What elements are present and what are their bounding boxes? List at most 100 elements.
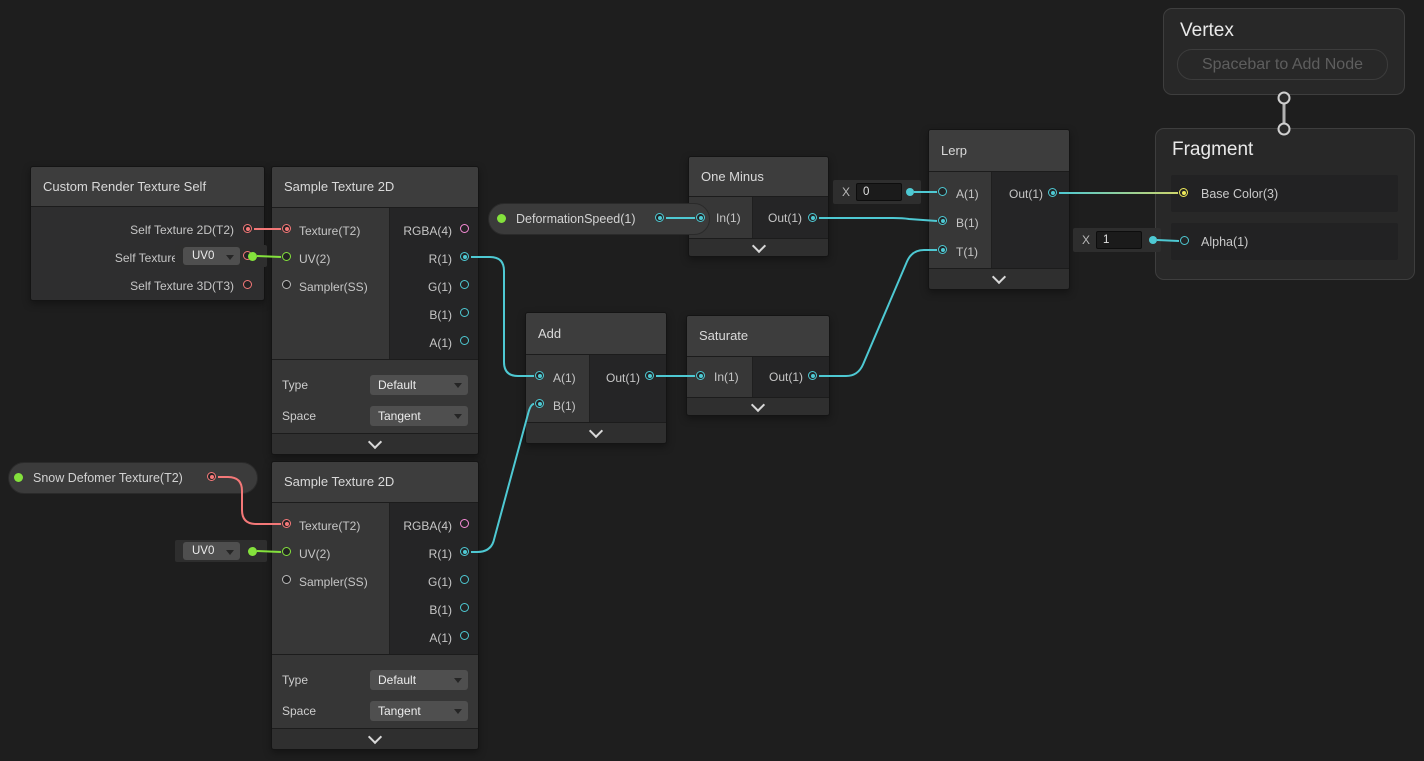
collapse-button[interactable] (687, 397, 829, 415)
uv-connector-dot (248, 546, 257, 556)
one-minus-node[interactable]: One Minus In(1) Out(1) (688, 156, 829, 257)
port-sample1-sampler-in[interactable] (282, 280, 291, 289)
collapse-button[interactable] (689, 238, 828, 256)
port-selftexture2d-out[interactable] (243, 224, 252, 233)
out-label: Out(1) (768, 370, 803, 384)
space-label: Space (282, 408, 317, 423)
type-dropdown[interactable]: Default (370, 669, 468, 690)
port-lerp-t-in[interactable] (938, 245, 947, 254)
port-lerp-a-in[interactable] (938, 187, 947, 196)
x-value-input[interactable] (856, 183, 902, 201)
b-input-label: B(1) (553, 399, 576, 413)
wire-saturate-to-lerp-t[interactable] (819, 249, 937, 377)
node-title: Sample Texture 2D (272, 167, 478, 208)
port-sample1-rgba-out[interactable] (460, 224, 469, 233)
uv-channel-widget-2: UV0 (175, 540, 267, 562)
wire-uv0-to-uv2[interactable] (256, 550, 282, 553)
sampler-input-label: Sampler(SS) (299, 280, 368, 294)
port-lerp-b-in[interactable] (938, 216, 947, 225)
alpha-label: Alpha(1) (1201, 234, 1249, 249)
node-title: Sample Texture 2D (272, 462, 478, 503)
wire-oneminus-to-lerp-b[interactable] (819, 217, 938, 222)
uv-channel-dropdown[interactable]: UV0 (183, 247, 240, 265)
port-saturate-in[interactable] (696, 371, 705, 380)
collapse-button[interactable] (526, 422, 666, 443)
port-deformationspeed-out[interactable] (655, 213, 664, 222)
port-sample2-b-out[interactable] (460, 603, 469, 612)
port-add-out[interactable] (645, 371, 654, 380)
port-add-b-in[interactable] (535, 399, 544, 408)
snow-deformer-texture-property[interactable]: Snow Defomer Texture(T2) (8, 462, 258, 494)
wire-x1-to-alpha[interactable] (1156, 239, 1180, 242)
uv-input-label: UV(2) (299, 547, 331, 561)
wire-r2-to-add-b[interactable] (471, 403, 535, 553)
space-dropdown[interactable]: Tangent (370, 405, 468, 426)
fragment-context-node[interactable]: Fragment Base Color(3) Alpha(1) (1155, 128, 1415, 280)
port-saturate-out[interactable] (808, 371, 817, 380)
in-label: In(1) (714, 370, 739, 384)
add-node[interactable]: Add A(1) B(1) Out(1) (525, 312, 667, 444)
port-selftexture3d-out[interactable] (243, 280, 252, 289)
port-lerp-out[interactable] (1048, 188, 1057, 197)
lerp-node[interactable]: Lerp A(1) B(1) T(1) Out(1) (928, 129, 1070, 290)
port-sample2-sampler-in[interactable] (282, 575, 291, 584)
node-title: Saturate (687, 316, 829, 357)
port-oneminus-in[interactable] (696, 213, 705, 222)
alpha-default-widget: X (1073, 228, 1161, 252)
port-sample1-a-out[interactable] (460, 336, 469, 345)
port-sample2-r-out[interactable] (460, 547, 469, 556)
a-input-label: A(1) (553, 371, 576, 385)
port-sample2-a-out[interactable] (460, 631, 469, 640)
port-sample1-uv-in[interactable] (282, 252, 291, 261)
sampler-input-label: Sampler(SS) (299, 575, 368, 589)
wire-snowtexture-to-texture2[interactable] (218, 476, 281, 525)
rgba-output-label: RGBA(4) (403, 519, 452, 533)
out-label: Out(1) (767, 210, 802, 225)
base-color-label: Base Color(3) (1201, 186, 1279, 201)
g-output-label: G(1) (428, 575, 452, 589)
collapse-button[interactable] (272, 728, 478, 749)
port-sample1-r-out[interactable] (460, 252, 469, 261)
node-title: Lerp (929, 130, 1069, 172)
b-input-label: B(1) (956, 216, 979, 230)
saturate-node[interactable]: Saturate In(1) Out(1) (686, 315, 830, 416)
default-connector-dot (906, 188, 914, 196)
rgba-output-label: RGBA(4) (403, 224, 452, 238)
fragment-title: Fragment (1172, 139, 1254, 160)
node-title: Add (526, 313, 666, 355)
port-oneminus-out[interactable] (808, 213, 817, 222)
wire-r1-to-add-a[interactable] (471, 256, 534, 377)
port-sample1-g-out[interactable] (460, 280, 469, 289)
port-fragment-alpha-in[interactable] (1180, 236, 1189, 245)
port-sample2-uv-in[interactable] (282, 547, 291, 556)
collapse-button[interactable] (272, 433, 478, 454)
port-sample1-texture-in[interactable] (282, 224, 291, 233)
property-label: Snow Defomer Texture(T2) (33, 471, 183, 485)
port-sample1-b-out[interactable] (460, 308, 469, 317)
alpha-port-row[interactable]: Alpha(1) (1171, 223, 1398, 260)
x-value-input[interactable] (1096, 231, 1142, 249)
base-color-port-row[interactable]: Base Color(3) (1171, 175, 1398, 212)
uv-input-label: UV(2) (299, 252, 331, 266)
a-input-label: A(1) (956, 187, 979, 201)
uv-channel-dropdown[interactable]: UV0 (183, 542, 240, 560)
port-sample2-rgba-out[interactable] (460, 519, 469, 528)
port-add-a-in[interactable] (535, 371, 544, 380)
property-exposed-dot (14, 472, 23, 482)
vertex-context-node[interactable]: Vertex Spacebar to Add Node (1163, 8, 1405, 95)
collapse-button[interactable] (929, 268, 1069, 289)
type-dropdown[interactable]: Default (370, 374, 468, 395)
sample-texture-2d-node-2[interactable]: Sample Texture 2D Texture(T2) UV(2) Samp… (271, 461, 479, 750)
space-dropdown[interactable]: Tangent (370, 700, 468, 721)
x-component-label: X (1082, 233, 1091, 247)
port-sample2-texture-in[interactable] (282, 519, 291, 528)
sample-texture-2d-node-1[interactable]: Sample Texture 2D Texture(T2) UV(2) Samp… (271, 166, 479, 455)
wire-uv0-to-uv1[interactable] (256, 255, 282, 258)
port-sample2-g-out[interactable] (460, 575, 469, 584)
custom-render-texture-self-node[interactable]: Custom Render Texture Self Self Texture … (30, 166, 265, 301)
port-snowdeformer-out[interactable] (207, 472, 216, 481)
vertex-fragment-connector (1277, 91, 1291, 136)
port-fragment-basecolor-in[interactable] (1179, 188, 1188, 197)
